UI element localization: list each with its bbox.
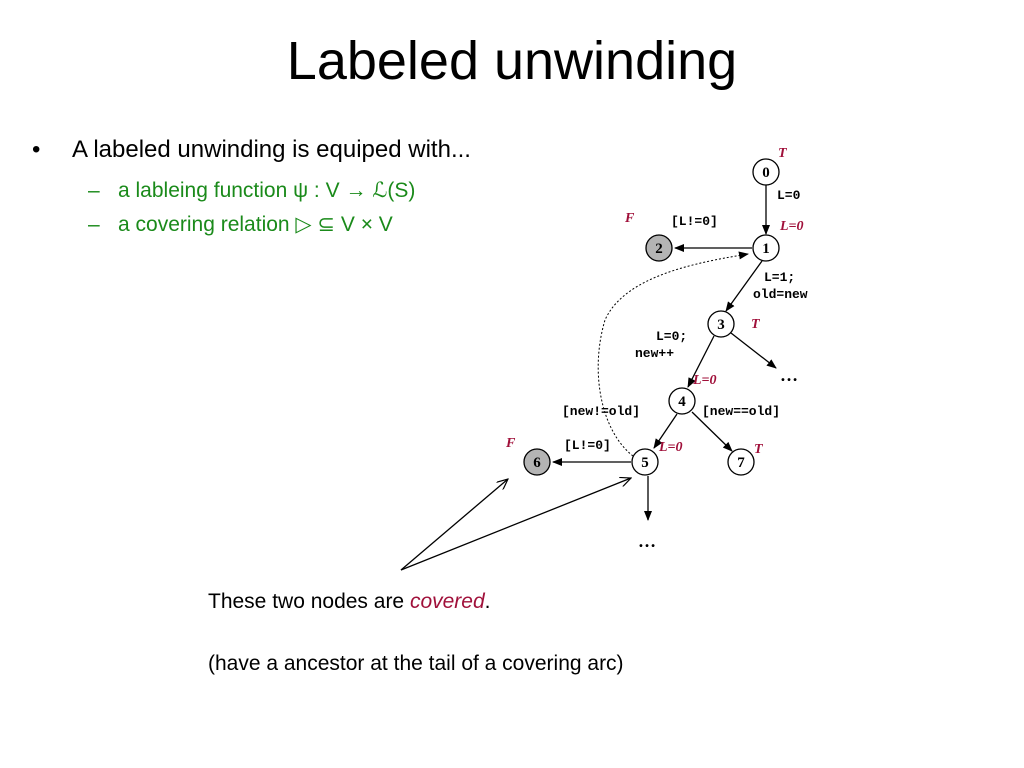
node-label: 2 bbox=[655, 241, 663, 257]
annotation-node-1: L=0 bbox=[779, 219, 804, 234]
annotation-node-3: T bbox=[751, 317, 761, 332]
edge-3-ellipsis bbox=[730, 332, 777, 369]
caption-explanation: (have a ancestor at the tail of a coveri… bbox=[208, 652, 624, 675]
caption-prefix: These two nodes are bbox=[208, 590, 410, 613]
bullet-marker: • bbox=[32, 136, 41, 163]
page-title: Labeled unwinding bbox=[286, 31, 738, 91]
annotation-node-6: F bbox=[505, 436, 516, 451]
edge-label-0-1: L=0 bbox=[777, 188, 801, 203]
edge-label-1-2: [L!=0] bbox=[671, 214, 718, 229]
annotation-node-5: L=0 bbox=[658, 440, 683, 455]
node-label: 6 bbox=[533, 455, 541, 471]
node-3: 3 bbox=[707, 310, 735, 338]
annotation-node-2: F bbox=[624, 211, 635, 226]
annotation-node-4: L=0 bbox=[692, 373, 717, 388]
pointer-to-node-6 bbox=[400, 479, 508, 571]
edge-label-3-4-line2: new++ bbox=[635, 346, 674, 361]
edge-label-1-3-line2: old=new bbox=[753, 287, 808, 302]
caption-emphasis: covered bbox=[409, 590, 485, 613]
caption-suffix: . bbox=[484, 590, 491, 613]
annotation-node-0: T bbox=[778, 146, 788, 161]
edge-4-5 bbox=[653, 413, 678, 449]
bullet-item: • A labeled unwinding is equiped with... bbox=[32, 136, 471, 164]
edge-label-3-4-line1: L=0; bbox=[656, 329, 687, 344]
edge-4-7 bbox=[691, 411, 733, 452]
ellipsis-node-3: … bbox=[780, 365, 798, 385]
edge-1-3 bbox=[725, 260, 763, 312]
node-4: 4 bbox=[668, 387, 696, 415]
subitem-labeling-function: –a lableing function ψ : V → ℒ(S) bbox=[88, 178, 415, 203]
edge-label-4-7: [new==old] bbox=[702, 404, 780, 419]
node-2: 2 bbox=[645, 234, 673, 262]
node-5: 5 bbox=[631, 448, 659, 476]
subitem-dash: – bbox=[88, 179, 100, 202]
edge-3-4 bbox=[687, 335, 715, 388]
edge-label-4-5: [new!=old] bbox=[562, 404, 640, 419]
subitem-text: a covering relation ▷ ⊆ V × V bbox=[118, 213, 393, 236]
annotation-node-7: T bbox=[754, 442, 764, 457]
subitem-dash: – bbox=[88, 213, 100, 236]
node-label: 0 bbox=[762, 165, 770, 181]
node-1: 1 bbox=[752, 234, 780, 262]
node-label: 4 bbox=[678, 394, 686, 410]
edge-label-5-6: [L!=0] bbox=[564, 438, 611, 453]
node-0: 0 bbox=[752, 158, 780, 186]
caption-covered: These two nodes are covered. bbox=[208, 590, 491, 614]
pointer-to-node-2 bbox=[400, 478, 631, 571]
bullet-text: A labeled unwinding is equiped with... bbox=[72, 136, 471, 163]
ellipsis-node-5: … bbox=[638, 531, 656, 551]
subitem-text: a lableing function ψ : V → ℒ(S) bbox=[118, 179, 416, 202]
covering-arc bbox=[597, 251, 749, 457]
node-label: 7 bbox=[737, 455, 745, 471]
node-6: 6 bbox=[523, 448, 551, 476]
subitem-covering-relation: –a covering relation ▷ ⊆ V × V bbox=[88, 212, 393, 237]
node-label: 5 bbox=[641, 455, 649, 471]
node-7: 7 bbox=[727, 448, 755, 476]
node-label: 3 bbox=[717, 317, 725, 333]
node-label: 1 bbox=[762, 241, 770, 257]
edge-label-1-3-line1: L=1; bbox=[764, 270, 795, 285]
